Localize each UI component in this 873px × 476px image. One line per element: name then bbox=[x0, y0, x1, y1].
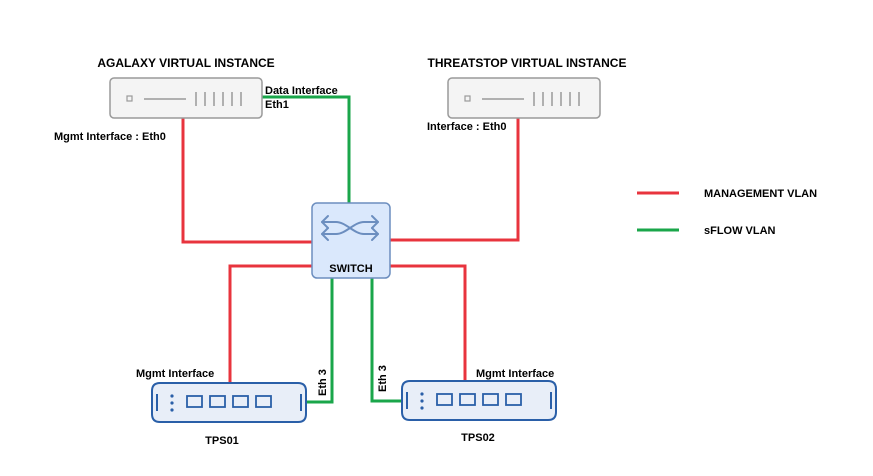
threatstop-node: THREATSTOP VIRTUAL INSTANCE Interface : … bbox=[427, 56, 626, 133]
legend: MANAGEMENT VLAN sFLOW VLAN bbox=[637, 188, 817, 237]
rack-server-icon bbox=[109, 77, 263, 119]
tps02-node: Mgmt Interface Eth 3 TPS02 bbox=[377, 365, 557, 444]
mgmt-link-agalaxy bbox=[181, 118, 312, 244]
mgmt-link-threatstop bbox=[390, 118, 520, 242]
tps02-mgmt-label: Mgmt Interface bbox=[476, 368, 554, 380]
switch-node: SWITCH bbox=[311, 202, 391, 279]
agalaxy-title: AGALAXY VIRTUAL INSTANCE bbox=[97, 56, 274, 70]
agalaxy-mgmt-label: Mgmt Interface : Eth0 bbox=[54, 131, 166, 143]
switch-label: SWITCH bbox=[329, 263, 372, 275]
legend-item-sflow: sFLOW VLAN bbox=[637, 225, 776, 237]
tps01-mgmt-label: Mgmt Interface bbox=[136, 368, 214, 380]
tps-appliance-icon bbox=[401, 380, 557, 421]
mgmt-link-tps01 bbox=[228, 264, 312, 382]
sflow-link-tps01 bbox=[306, 278, 334, 404]
legend-label-management: MANAGEMENT VLAN bbox=[704, 188, 817, 200]
tps01-eth-label: Eth 3 bbox=[317, 369, 329, 396]
rack-server-icon bbox=[447, 77, 601, 119]
tps01-node: Mgmt Interface Eth 3 TPS01 bbox=[136, 368, 329, 447]
threatstop-interface-label: Interface : Eth0 bbox=[427, 121, 506, 133]
network-switch-icon bbox=[311, 202, 391, 279]
legend-label-sflow: sFLOW VLAN bbox=[704, 225, 776, 237]
tps02-eth-label: Eth 3 bbox=[377, 365, 389, 392]
sflow-links bbox=[262, 95, 402, 404]
sflow-link-tps02 bbox=[370, 278, 402, 403]
management-links bbox=[181, 118, 520, 382]
tps01-label: TPS01 bbox=[205, 435, 239, 447]
agalaxy-data-label: Data Interface bbox=[265, 85, 338, 97]
tps-appliance-icon bbox=[151, 382, 307, 423]
agalaxy-data-port: Eth1 bbox=[265, 99, 289, 111]
agalaxy-node: AGALAXY VIRTUAL INSTANCE Mgmt Interface … bbox=[54, 56, 338, 143]
mgmt-link-tps02 bbox=[390, 264, 467, 380]
sflow-link-agalaxy bbox=[262, 95, 351, 203]
threatstop-title: THREATSTOP VIRTUAL INSTANCE bbox=[428, 56, 627, 70]
legend-item-management: MANAGEMENT VLAN bbox=[637, 188, 817, 200]
tps02-label: TPS02 bbox=[461, 432, 495, 444]
